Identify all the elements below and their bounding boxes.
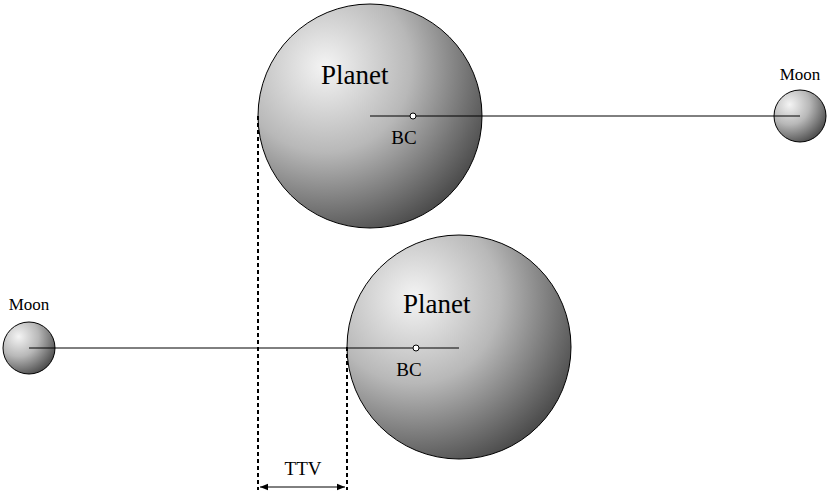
planet-label: Planet [403, 291, 471, 318]
barycenter-label: BC [396, 360, 421, 379]
planet-circle: Planet [258, 4, 482, 228]
planet-sphere [347, 235, 571, 459]
orbit-line [29, 348, 459, 349]
dimension-arrow [260, 487, 345, 488]
barycenter-label: BC [391, 128, 416, 147]
moon-label: Moon [9, 296, 50, 313]
dimension-label: TTV [285, 459, 322, 478]
orbit-line [370, 116, 800, 117]
planet-circle: Planet [347, 235, 571, 459]
planet-label: Planet [321, 62, 389, 89]
dashed-guide [346, 347, 348, 490]
barycenter-dot [413, 345, 419, 351]
moon-label: Moon [780, 66, 821, 83]
dashed-guide [257, 116, 259, 490]
barycenter-dot [410, 113, 416, 119]
moon-circle: Moon [3, 322, 55, 374]
moon-circle: Moon [774, 90, 826, 142]
